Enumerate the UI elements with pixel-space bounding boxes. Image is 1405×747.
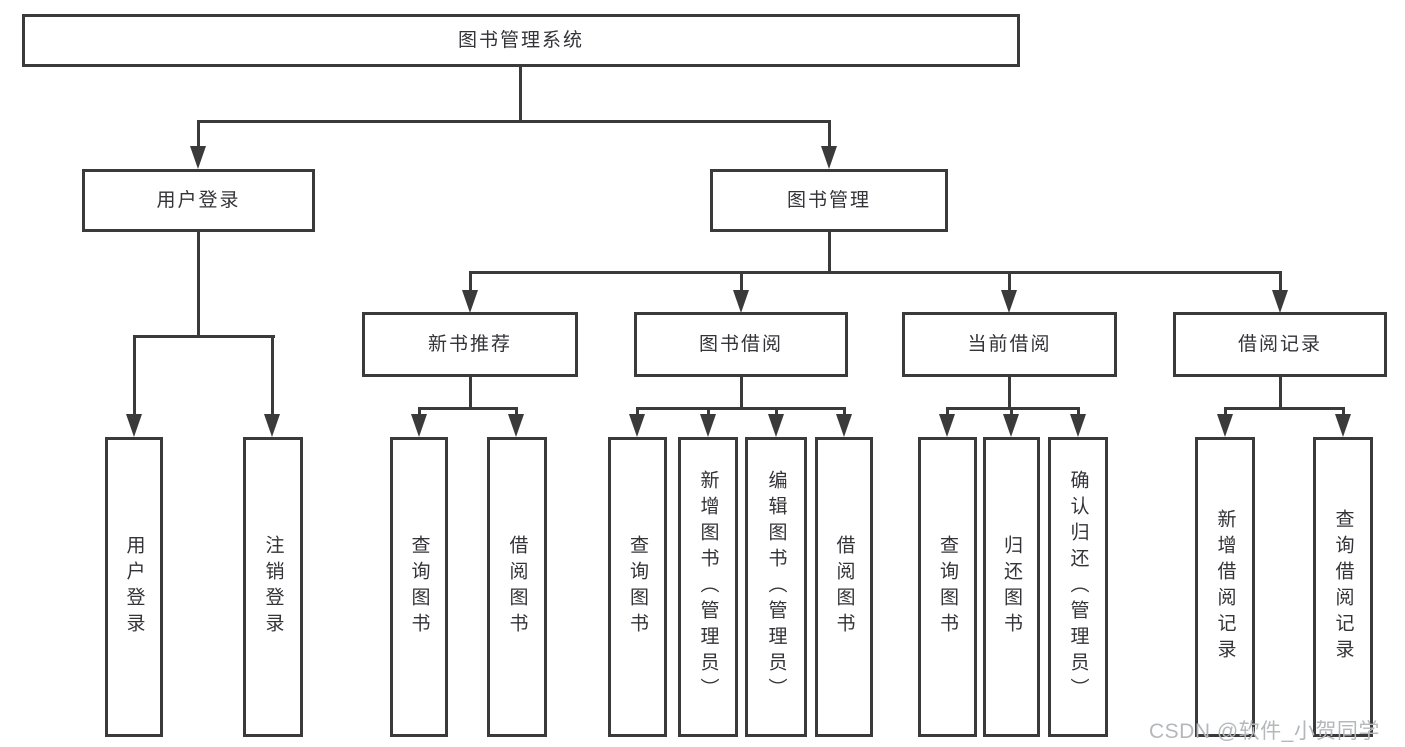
node-book-borrow: 图书借阅: [634, 312, 848, 377]
arrowhead-nb-borrow: [508, 414, 524, 437]
connector-borrow-records-bus: [1224, 407, 1344, 410]
arrowhead-cb-confirm: [1070, 414, 1086, 437]
leaf-cb-confirm-return-admin-label: 确认归还（管理员）: [1067, 470, 1089, 704]
node-new-books: 新书推荐: [362, 312, 578, 377]
connector-drop-cb-query: [946, 407, 949, 417]
connector-user-trunk: [197, 232, 200, 335]
connector-drop-leaf-logout: [271, 335, 274, 415]
connector-drop-bb-edit: [775, 407, 778, 417]
connector-books-bus: [469, 271, 1282, 274]
connector-drop-borrow-records: [1279, 271, 1282, 293]
leaf-bb-borrow-books-label: 借阅图书: [833, 535, 855, 639]
leaf-bb-edit-book-admin-label: 编辑图书（管理员）: [765, 470, 787, 704]
node-user-login-label: 用户登录: [156, 190, 241, 211]
connector-drop-user-login: [197, 120, 200, 148]
arrowhead-book-mgmt: [821, 146, 837, 169]
leaf-user-login-label: 用户登录: [123, 535, 145, 639]
leaf-bb-edit-book-admin: 编辑图书（管理员）: [745, 437, 807, 737]
leaf-br-add-record-label: 新增借阅记录: [1214, 509, 1236, 665]
leaf-nb-query-books: 查询图书: [390, 437, 448, 737]
arrowhead-borrow-records: [1272, 290, 1288, 313]
connector-borrow-records-trunk: [1279, 377, 1282, 408]
node-current-borrow-label: 当前借阅: [967, 334, 1052, 355]
arrowhead-leaf-login: [126, 414, 142, 437]
arrowhead-bb-borrow: [836, 414, 852, 437]
leaf-cb-query-books: 查询图书: [918, 437, 977, 737]
connector-drop-br-add: [1224, 407, 1227, 417]
connector-drop-bb-add: [707, 407, 710, 417]
arrowhead-book-borrow: [733, 290, 749, 313]
leaf-cb-return-book: 归还图书: [983, 437, 1040, 737]
leaf-cb-query-books-label: 查询图书: [937, 535, 958, 639]
leaf-nb-borrow-books: 借阅图书: [487, 437, 547, 737]
node-book-borrow-label: 图书借阅: [698, 334, 783, 355]
csdn-watermark: CSDN @软件_小贺同学: [1149, 720, 1380, 743]
leaf-br-add-record: 新增借阅记录: [1195, 437, 1255, 737]
connector-drop-nb-query: [418, 407, 421, 417]
leaf-bb-query-books-label: 查询图书: [627, 535, 648, 639]
connector-books-trunk: [828, 232, 831, 272]
node-borrow-records-label: 借阅记录: [1237, 334, 1322, 355]
connector-drop-leaf-login: [133, 335, 136, 415]
arrowhead-br-add: [1217, 414, 1233, 437]
connector-new-books-trunk: [469, 377, 472, 408]
node-book-mgmt: 图书管理: [710, 169, 948, 232]
leaf-user-login: 用户登录: [105, 437, 163, 737]
leaf-cb-return-book-label: 归还图书: [1001, 535, 1022, 639]
leaf-bb-query-books: 查询图书: [608, 437, 667, 737]
arrowhead-leaf-logout: [264, 414, 280, 437]
leaf-nb-query-books-label: 查询图书: [408, 535, 430, 639]
leaf-logout-label: 注销登录: [262, 535, 284, 639]
connector-book-borrow-bus: [636, 407, 845, 410]
leaf-cb-confirm-return-admin: 确认归还（管理员）: [1048, 437, 1108, 737]
connector-drop-cb-return: [1010, 407, 1013, 417]
arrowhead-new-books: [462, 290, 478, 313]
leaf-br-query-record: 查询借阅记录: [1313, 437, 1373, 737]
connector-book-borrow-trunk: [740, 377, 743, 408]
connector-drop-current-borrow: [1008, 271, 1011, 293]
arrowhead-bb-edit: [768, 414, 784, 437]
node-book-mgmt-label: 图书管理: [786, 190, 871, 211]
arrowhead-user-login: [190, 146, 206, 169]
arrowhead-bb-query: [629, 414, 645, 437]
leaf-nb-borrow-books-label: 借阅图书: [506, 535, 528, 639]
arrowhead-br-query: [1335, 414, 1351, 437]
connector-drop-nb-borrow: [515, 407, 518, 417]
leaf-bb-borrow-books: 借阅图书: [815, 437, 873, 737]
node-borrow-records: 借阅记录: [1173, 312, 1387, 377]
connector-user-bus: [133, 335, 275, 338]
connector-drop-new-books: [469, 271, 472, 293]
connector-drop-book-borrow: [740, 271, 743, 293]
arrowhead-cb-return: [1003, 414, 1019, 437]
arrowhead-nb-query: [411, 414, 427, 437]
leaf-bb-add-book-admin-label: 新增图书（管理员）: [697, 470, 719, 704]
node-root-label: 图书管理系统: [457, 30, 584, 51]
arrowhead-cb-query: [939, 414, 955, 437]
connector-new-books-bus: [418, 407, 518, 410]
connector-drop-book-mgmt: [828, 120, 831, 148]
connector-current-borrow-trunk: [1008, 377, 1011, 408]
node-new-books-label: 新书推荐: [427, 334, 512, 355]
connector-drop-bb-query: [636, 407, 639, 417]
connector-drop-cb-confirm: [1077, 407, 1080, 417]
arrowhead-bb-add: [700, 414, 716, 437]
leaf-bb-add-book-admin: 新增图书（管理员）: [678, 437, 738, 737]
connector-root-trunk: [519, 66, 522, 120]
connector-root-bus: [197, 120, 831, 123]
node-current-borrow: 当前借阅: [902, 312, 1117, 377]
arrowhead-current-borrow: [1001, 290, 1017, 313]
node-user-login: 用户登录: [82, 169, 315, 232]
connector-drop-bb-borrow: [843, 407, 846, 417]
node-root: 图书管理系统: [22, 14, 1020, 67]
leaf-br-query-record-label: 查询借阅记录: [1332, 509, 1354, 665]
leaf-logout: 注销登录: [243, 437, 303, 737]
connector-drop-br-query: [1342, 407, 1345, 417]
